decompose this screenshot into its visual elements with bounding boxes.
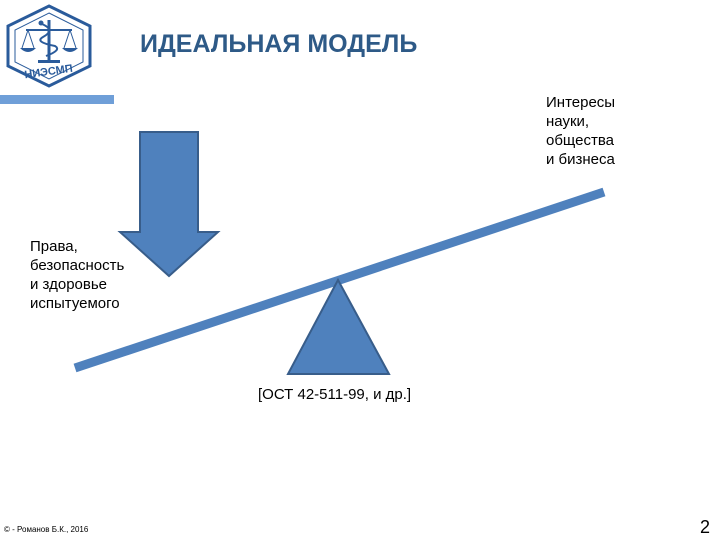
- label-right-line: науки,: [546, 113, 590, 130]
- fulcrum-triangle-icon: [286, 277, 391, 375]
- label-subject-rights-safety: Права, безопасность и здоровье испытуемо…: [30, 237, 124, 313]
- label-left-line: безопасность: [30, 257, 125, 274]
- label-right-line: Интересы: [546, 94, 616, 111]
- page-number: 2: [700, 517, 711, 537]
- organization-logo: НИЭСМП: [6, 4, 92, 88]
- copyright-footer: © - Романов Б.К., 2016: [4, 525, 89, 534]
- standard-reference: [ОСТ 42-511-99, и др.]: [258, 386, 412, 403]
- slide-title: ИДЕАЛЬНАЯ МОДЕЛЬ: [140, 30, 418, 58]
- down-arrow-icon: [117, 131, 221, 278]
- accent-bar: [0, 95, 114, 104]
- scales-emblem-icon: НИЭСМП: [6, 4, 92, 88]
- label-left-line: и здоровье: [30, 276, 107, 293]
- label-left-line: испытуемого: [30, 295, 120, 312]
- label-right-line: общества: [546, 132, 614, 149]
- balance-beam: [73, 187, 606, 373]
- label-science-society-business: Интересы науки, общества и бизнеса: [546, 93, 615, 169]
- label-left-line: Права,: [30, 238, 78, 255]
- label-right-line: и бизнеса: [546, 151, 615, 168]
